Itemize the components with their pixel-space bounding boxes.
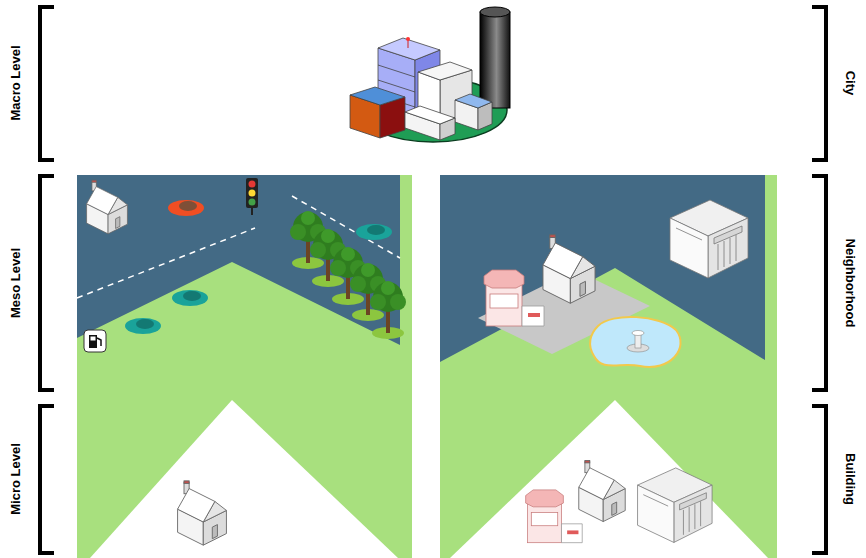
bracket	[812, 7, 826, 160]
level-label: City	[843, 71, 857, 96]
street-scene	[178, 481, 227, 545]
neighborhood-scene	[543, 235, 595, 304]
street-scene	[84, 330, 106, 352]
street-scene	[356, 224, 392, 240]
street-scene	[249, 199, 256, 206]
city-illustration	[378, 38, 440, 60]
street-scene	[77, 175, 412, 558]
street-scene	[91, 337, 96, 341]
street-scene	[77, 228, 255, 298]
neighborhood-scene	[579, 460, 625, 521]
street-scene	[125, 318, 161, 334]
city-illustration	[350, 38, 492, 140]
neighborhood-scene	[526, 490, 583, 543]
neighborhood-scene	[670, 200, 748, 278]
neighborhood-scene	[440, 175, 777, 558]
level-label: Meso Level	[9, 248, 23, 318]
bracket	[40, 176, 54, 390]
street-scene	[246, 178, 258, 215]
city-illustration	[455, 94, 492, 108]
street-scene	[90, 400, 398, 558]
level-label: Macro Level	[9, 45, 23, 120]
city-illustration	[378, 65, 415, 77]
level-label: Micro Level	[9, 443, 23, 515]
street-scene	[246, 178, 258, 208]
neighborhood-scene	[638, 468, 713, 543]
level-label: Building	[843, 453, 857, 505]
street-scene	[89, 335, 97, 348]
city-illustration	[405, 106, 455, 124]
bracket	[812, 176, 826, 390]
city-illustration	[418, 62, 472, 80]
street-scene	[87, 180, 128, 234]
neighborhood-scene	[484, 270, 544, 326]
street-scene	[77, 175, 412, 558]
neighborhood-scene	[632, 331, 644, 336]
bracket	[812, 406, 826, 553]
street-scene	[370, 281, 406, 339]
street-scene	[77, 175, 400, 345]
street-scene	[97, 338, 101, 346]
neighborhood-scene	[450, 400, 768, 558]
street-scene	[251, 208, 253, 215]
neighborhood-scene	[590, 317, 680, 367]
street-scene	[249, 190, 256, 197]
city-illustration	[408, 40, 409, 48]
city-illustration	[406, 37, 410, 41]
city-illustration	[350, 7, 510, 142]
street-scene	[249, 181, 256, 188]
city-illustration	[350, 87, 405, 105]
level-label: Neighborhood	[843, 239, 857, 328]
neighborhood-scene	[440, 175, 777, 558]
street-scene	[168, 200, 204, 216]
street-scene	[172, 290, 208, 306]
bracket	[40, 406, 54, 553]
city-illustration	[480, 12, 510, 108]
bracket	[40, 7, 54, 160]
city-illustration	[480, 7, 510, 17]
street-scene	[84, 330, 106, 352]
